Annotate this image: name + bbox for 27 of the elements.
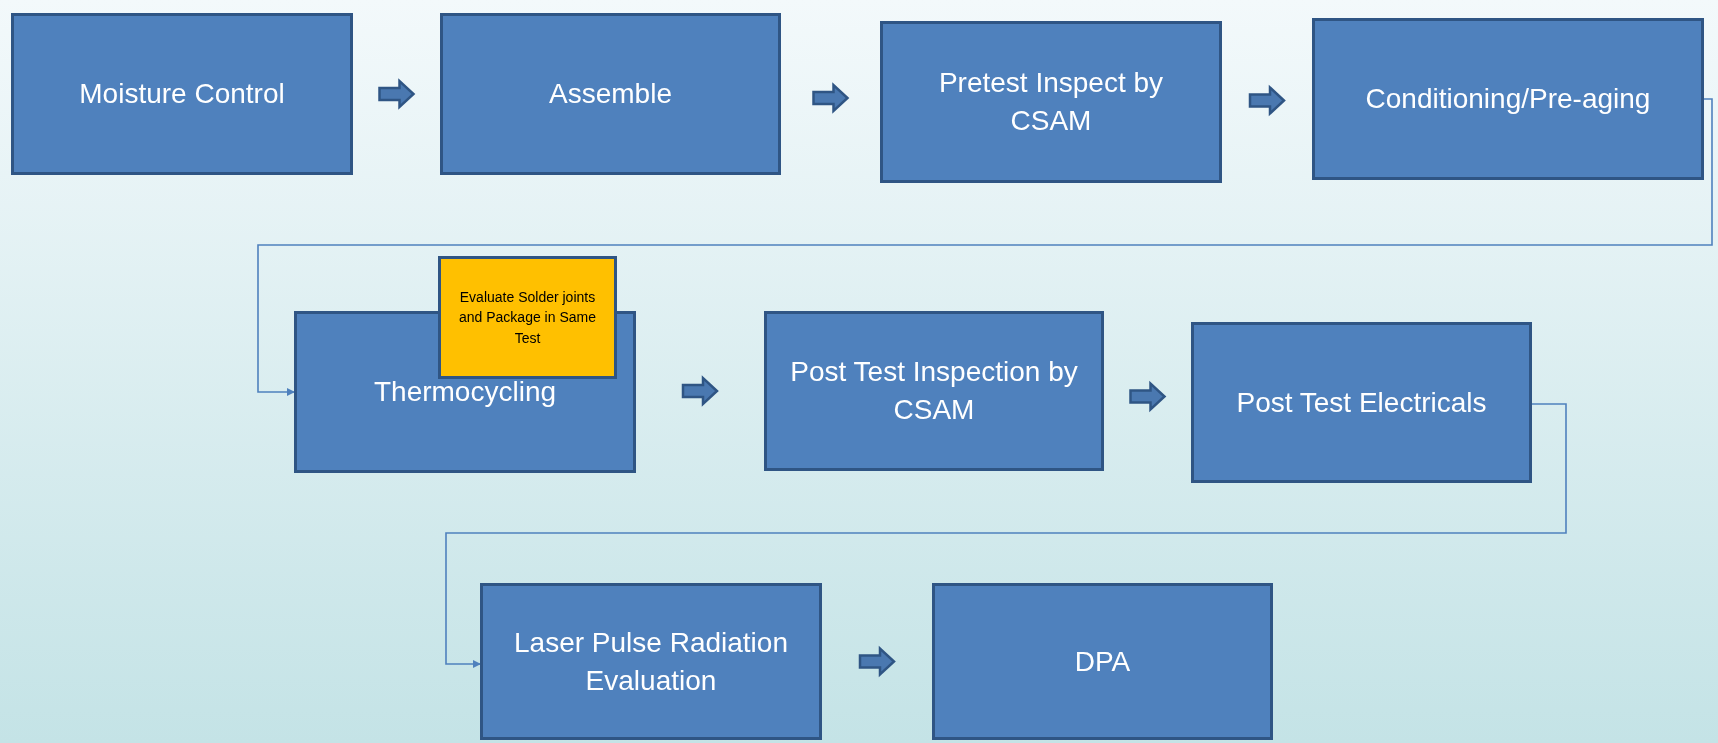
process-box [1191, 322, 1532, 483]
block-arrow [378, 78, 416, 110]
process-label: Laser Pulse Radiation Evaluation [513, 625, 789, 698]
connector-arrow [257, 98, 1713, 396]
block-arrow [812, 82, 850, 114]
process-label: Moisture Control [79, 77, 285, 112]
process-box [1312, 18, 1704, 180]
process-label: Thermocycling [373, 375, 557, 410]
block-arrow [681, 375, 719, 407]
process-box [764, 311, 1104, 471]
block-arrow [1248, 84, 1286, 117]
note-text: Evaluate Solder joints and Package in Same Test [458, 288, 597, 348]
process-label: Conditioning/Pre-aging [1365, 82, 1651, 117]
note-tooltip [438, 256, 617, 379]
process-label: Post Test Inspection by CSAM [789, 355, 1079, 427]
process-box [932, 583, 1273, 740]
process-box [440, 13, 781, 175]
process-box [11, 13, 353, 175]
process-label: DPA [1074, 644, 1131, 679]
process-label: Pretest Inspect by CSAM [937, 66, 1165, 138]
process-label: Assemble [549, 77, 672, 112]
process-box [880, 21, 1222, 183]
block-arrow [858, 645, 896, 678]
process-box [480, 583, 822, 740]
process-label: Post Test Electricals [1236, 385, 1487, 420]
block-arrow [1129, 380, 1167, 413]
connector-arrow [445, 403, 1567, 668]
